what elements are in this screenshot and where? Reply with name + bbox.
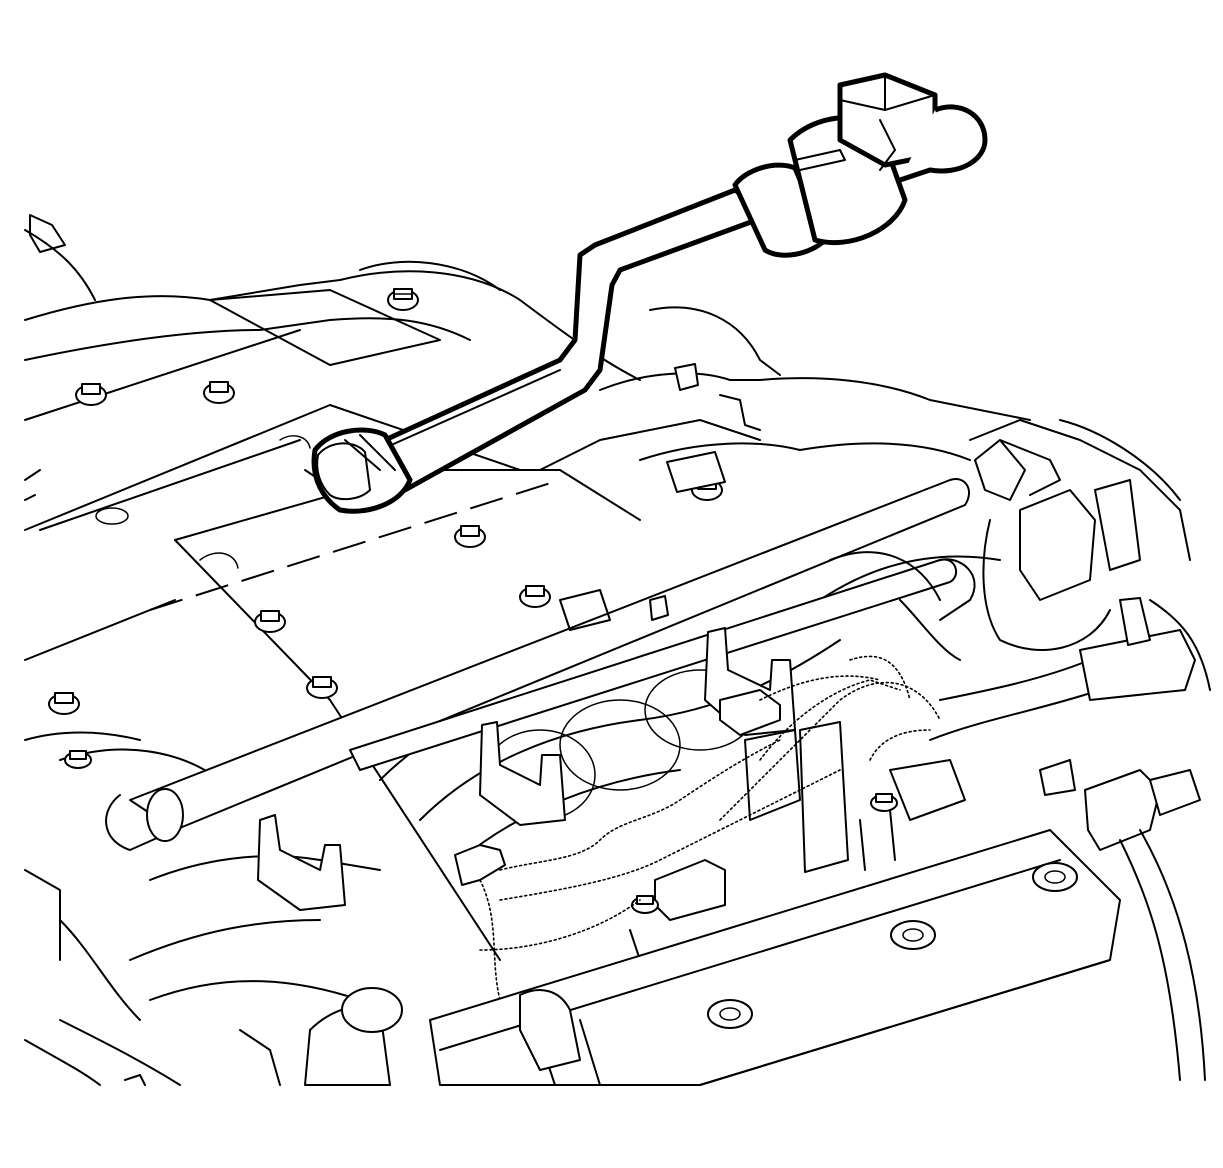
bolt-icon [75,383,107,406]
bolt-icon [631,895,659,914]
engine-cover [24,214,641,961]
upper-right-details [559,306,961,661]
bolt-icon [387,288,419,311]
fuel-injectors [64,627,966,966]
bolt-icon [48,692,80,715]
bolt-icon [64,750,92,769]
wiring-harness-connectors [929,419,1211,1081]
fuel-feed-pipe [304,72,988,514]
bolt-icon [203,381,235,404]
bolt-icon [454,525,486,548]
hidden-harness-lines [479,655,941,1021]
torx-bolt-icon [1032,862,1078,892]
torx-bolt-icon [890,920,936,950]
torx-bolt-icon [707,999,753,1029]
quick-connect-fitting [304,427,413,514]
bolt-icon [870,793,898,812]
lower-hoses [24,869,581,1086]
bolt-icon [306,676,338,699]
pipe-connector-end [732,72,988,258]
bolt-icon [519,585,551,608]
fuel-rail [105,478,976,851]
bolt-icon [254,610,286,633]
